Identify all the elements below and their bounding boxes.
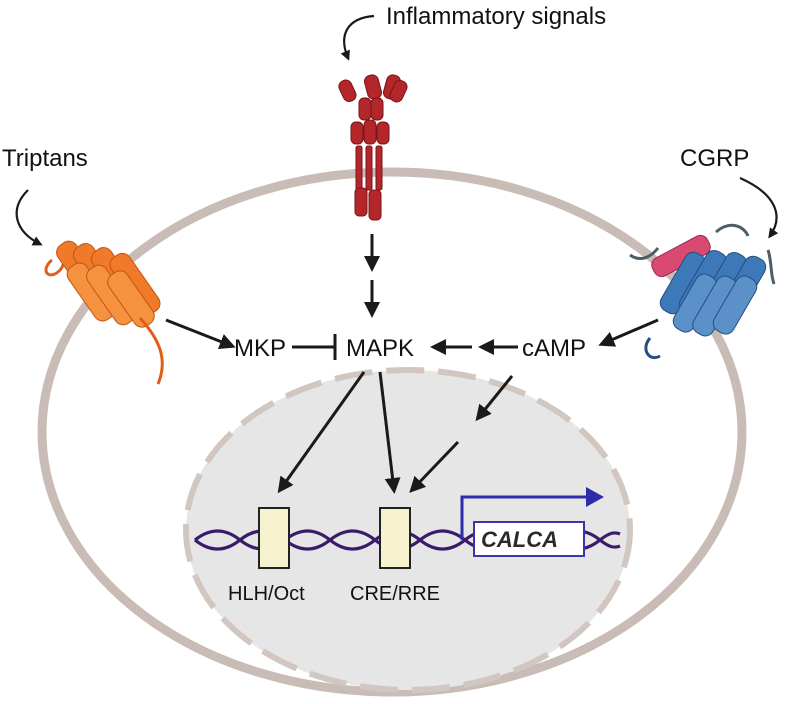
- camp-label: cAMP: [522, 335, 586, 362]
- hlh-oct-label: HLH/Oct: [228, 583, 305, 605]
- inflammatory-signal-arrow: [340, 14, 375, 61]
- triptans-label: Triptans: [2, 145, 88, 172]
- calca-gene-label: CALCA: [481, 527, 558, 552]
- transcription-arrowhead-icon: [586, 487, 604, 507]
- mapk-label: MAPK: [346, 335, 414, 362]
- transcription-start-arrow: [460, 495, 590, 540]
- mapk-to-hlh-oct-arrow: [277, 371, 366, 494]
- triptan-input-arrow: [15, 189, 43, 246]
- calca-gene-box: [473, 521, 585, 557]
- inflammatory-receptor-icon: [338, 74, 408, 221]
- triptan-to-mkp-arrow: [165, 318, 236, 350]
- hlh-oct-element: [258, 507, 290, 569]
- cgrp-receptor-icon: [629, 223, 776, 359]
- camp-to-cre-rre-arrow-2: [409, 440, 460, 493]
- cgrp-label: CGRP: [680, 145, 749, 172]
- camp-to-cre-rre-arrow-1: [475, 375, 514, 422]
- cgrp-input-arrow: [739, 176, 779, 239]
- cgrp-to-camp-arrow: [598, 318, 659, 347]
- mapk-to-cre-rre-arrow: [378, 371, 401, 494]
- cre-rre-element: [379, 507, 411, 569]
- inflammatory-signals-label: Inflammatory signals: [386, 3, 606, 30]
- triptan-receptor-icon: [44, 240, 164, 385]
- mkp-label: MKP: [234, 335, 286, 362]
- cre-rre-label: CRE/RRE: [350, 583, 440, 605]
